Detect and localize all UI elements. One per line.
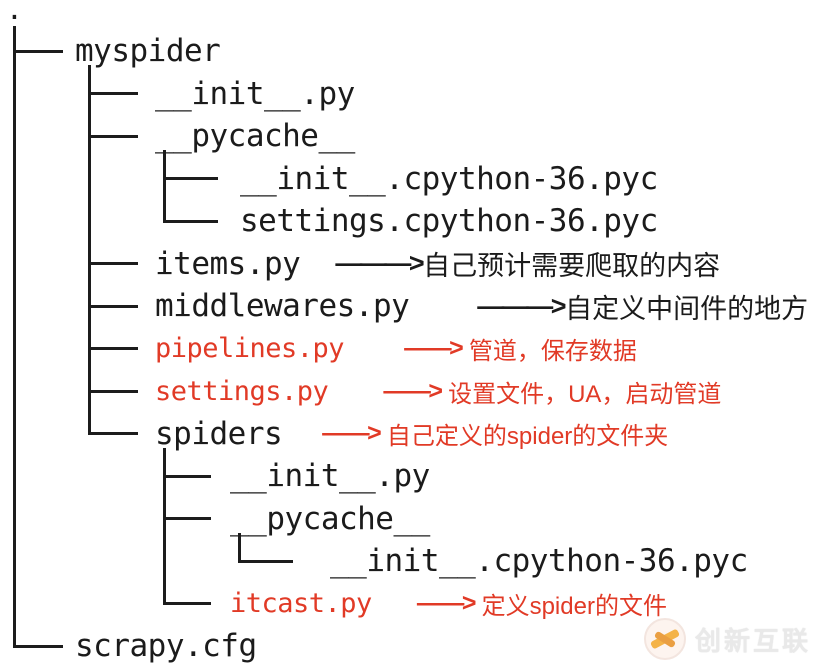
tree-vertical-line [13,26,16,646]
tree-branch-line [163,220,218,223]
annotation-text: 定义spider的文件 [474,593,667,621]
cxhl-logo-icon [643,618,686,660]
tree-row-settings-pyc: settings.cpython-36.pyc [0,200,817,243]
annotation: ——> 定义spider的文件 [417,586,667,621]
file-name: items.py [155,245,301,282]
tree-row-pipelines-py: pipelines.py ——> 管道，保存数据 [0,328,817,371]
arrow-icon: ——> [383,376,443,405]
tree-vertical-line [163,448,166,604]
tree-branch-line [88,92,138,95]
dir-name: __pycache__ [155,118,355,155]
tree-branch-line [88,347,138,350]
file-name: middlewares.py [155,288,410,325]
file-name: itcast.py [230,588,372,620]
root-label: . [6,0,23,26]
tree-branch-line [88,305,138,308]
watermark: 创新互联 [643,618,811,660]
tree-vertical-line [238,533,241,561]
file-name: __init__.cpython-36.pyc [330,543,748,580]
file-name: __init__.py [230,458,430,495]
tree-branch-line [13,50,63,53]
dir-name: spiders [155,415,283,452]
tree-row-spiders-init-py: __init__.py [0,455,817,498]
file-name: settings.py [155,375,329,407]
tree-row-items-py: items.py ———> 自己预计需要爬取的内容 [0,243,817,286]
dir-name: myspider [75,33,221,70]
annotation-text: 管道，保存数据 [462,338,637,366]
file-name: __init__.cpython-36.pyc [240,160,658,197]
tree-row-myspider: myspider [0,30,817,73]
tree-branch-line [238,560,293,563]
tree-row-init-pyc: __init__.cpython-36.pyc [0,158,817,201]
tree-branch-line [88,135,138,138]
file-name: scrapy.cfg [75,628,257,665]
tree-row-middlewares-py: middlewares.py ———> 自定义中间件的地方 [0,285,817,328]
tree-vertical-line [163,150,166,222]
tree-branch-line [88,262,138,265]
arrow-icon: ——> [416,589,477,618]
tree-row-spiders-init-pyc: __init__.cpython-36.pyc [0,540,817,583]
tree-row-init-py: __init__.py [0,73,817,116]
tree-branch-line [163,517,211,520]
tree-vertical-line [88,65,91,434]
annotation: ——> 自己定义的spider的文件夹 [322,416,668,451]
tree-branch-line [163,177,218,180]
watermark-brand-text: 创新互联 [694,625,811,656]
tree-row-pycache: __pycache__ [0,115,817,158]
annotation-text: 自己定义的spider的文件夹 [380,423,669,451]
arrow-icon: ——> [322,419,382,448]
tree-branch-line [163,475,211,478]
annotation: ———> 自己预计需要爬取的内容 [335,244,720,283]
file-name: settings.cpython-36.pyc [240,203,658,240]
arrow-icon: ——> [404,334,464,363]
annotation: ——> 管道，保存数据 [404,331,637,366]
tree-row-itcast-py: itcast.py ——> 定义spider的文件 [0,583,817,626]
dir-name: __pycache__ [230,500,430,537]
annotation-text: 自定义中间件的地方 [565,293,809,324]
annotation-text: 自己预计需要爬取的内容 [423,251,721,282]
tree-row-spiders: spiders ——> 自己定义的spider的文件夹 [0,413,817,456]
arrow-icon: ———> [335,248,424,279]
tree-row-settings-py: settings.py ——> 设置文件，UA，启动管道 [0,370,817,413]
file-name: __init__.py [155,75,355,112]
tree-branch-line [13,645,63,648]
tree-branch-line [88,390,138,393]
tree-branch-line [88,432,138,435]
tree-row-spiders-pycache: __pycache__ [0,498,817,541]
arrow-icon: ———> [477,290,566,321]
annotation: ——> 设置文件，UA，启动管道 [383,374,721,409]
file-name: pipelines.py [155,333,345,365]
tree-row-scrapy-cfg: scrapy.cfg [0,625,817,668]
annotation-text: 设置文件，UA，启动管道 [441,380,722,408]
tree-row-root: . [0,0,817,30]
annotation: ———> 自定义中间件的地方 [477,287,808,326]
tree-branch-line [163,602,211,605]
